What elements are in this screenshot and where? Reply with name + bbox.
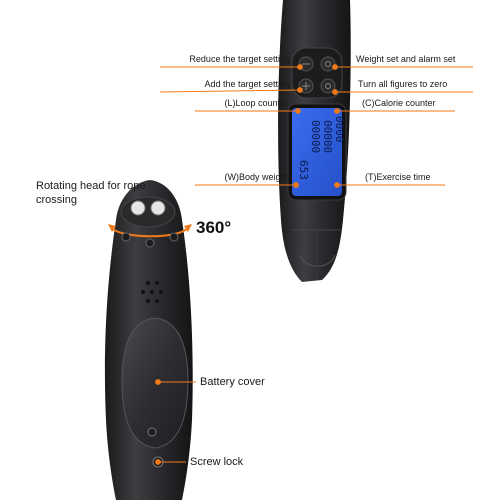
label-calorie-counter: (C)Calorie counter: [362, 98, 436, 108]
label-exercise-time: (T)Exercise time: [365, 172, 431, 182]
rope-hole-right: [150, 200, 166, 216]
label-turn-zero: Turn all figures to zero: [358, 79, 448, 89]
label-add-target: Add the target setting: [204, 79, 290, 89]
lcd-digits: 0000 00000 00000 653: [297, 116, 346, 180]
label-360-degrees: 360°: [196, 218, 232, 237]
lcd-digit-col1: 0000: [333, 116, 346, 143]
label-loop-counter: (L)Loop counter: [224, 98, 288, 108]
label-screw-lock: Screw lock: [190, 456, 244, 468]
bottom-callouts: [155, 379, 196, 465]
rope-hole-left: [130, 200, 146, 216]
battery-cover-shape: [121, 317, 189, 449]
label-rotating-head: Rotating head for rope crossing: [36, 180, 146, 206]
lcd-digit-col3: 00000: [309, 120, 322, 153]
label-reduce-target: Reduce the target setting: [189, 54, 290, 64]
label-body-weight: (W)Body weight: [224, 172, 288, 182]
lcd-screen: [292, 108, 342, 196]
lcd-digit-col2: 00000: [321, 120, 334, 153]
label-weight-alarm-set: Weight set and alarm set: [356, 54, 456, 64]
set-alarm-button: [320, 56, 336, 72]
label-battery-cover: Battery cover: [200, 376, 265, 388]
speaker-holes: [141, 281, 163, 303]
zero-button: [320, 78, 336, 94]
top-callouts: [159, 64, 473, 188]
lcd-digit-col4: 653: [297, 160, 310, 180]
rotation-arrow: [111, 227, 189, 238]
